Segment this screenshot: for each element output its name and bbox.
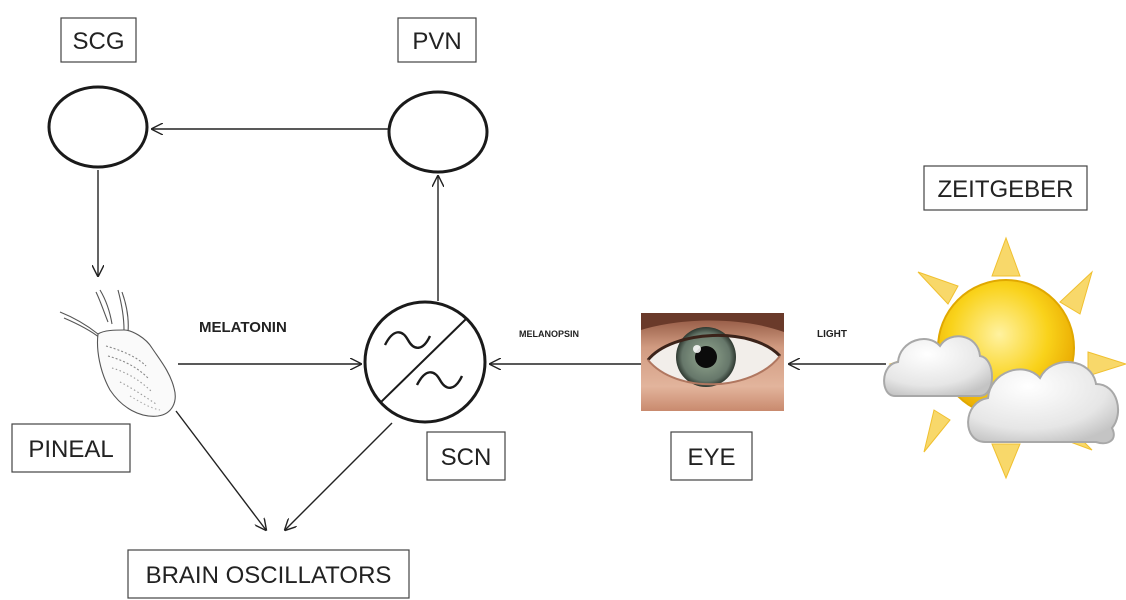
melanopsin-label: MELANOPSIN bbox=[519, 329, 579, 339]
eye-label: EYE bbox=[687, 444, 735, 471]
light-label: LIGHT bbox=[817, 329, 847, 340]
scg-label-box: SCG bbox=[60, 17, 137, 63]
sine-wave-icon bbox=[415, 371, 464, 389]
pvn-label: PVN bbox=[412, 28, 461, 55]
connection-arrows bbox=[98, 129, 886, 530]
arrow-pineal-to-brain bbox=[175, 410, 266, 530]
scn-divider-line bbox=[379, 318, 467, 404]
arrow-scn-to-brain bbox=[285, 422, 393, 530]
sine-wave-icon bbox=[383, 331, 432, 349]
zeitgeber-label: ZEITGEBER bbox=[937, 176, 1073, 203]
zeitgeber-label-box: ZEITGEBER bbox=[923, 165, 1088, 211]
scg-node bbox=[47, 85, 149, 169]
scg-label: SCG bbox=[72, 28, 124, 55]
sun-cloud-icon bbox=[883, 236, 1126, 480]
melatonin-label: MELATONIN bbox=[199, 319, 287, 336]
scn-label: SCN bbox=[441, 444, 492, 471]
pineal-gland-icon bbox=[59, 289, 176, 417]
eye-photo bbox=[641, 313, 784, 411]
brain-oscillators-label-box: BRAIN OSCILLATORS bbox=[127, 549, 410, 599]
brain-oscillators-label: BRAIN OSCILLATORS bbox=[146, 562, 392, 589]
scn-label-box: SCN bbox=[426, 431, 506, 481]
eye-label-box: EYE bbox=[670, 431, 753, 481]
pvn-node bbox=[387, 90, 489, 174]
scn-oscillator-node bbox=[363, 300, 487, 424]
pineal-label-box: PINEAL bbox=[11, 423, 131, 473]
pineal-label: PINEAL bbox=[28, 436, 113, 463]
pvn-label-box: PVN bbox=[397, 17, 477, 63]
